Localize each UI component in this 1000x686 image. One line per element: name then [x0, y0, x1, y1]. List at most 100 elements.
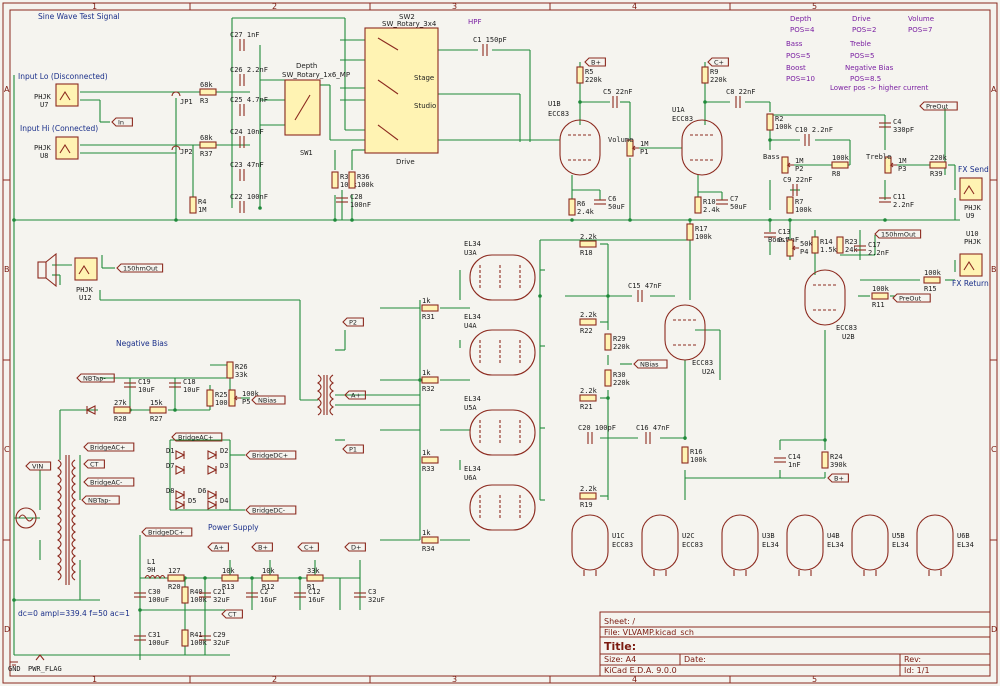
part-c16[interactable]: C16 47nF	[636, 424, 670, 444]
part-c27[interactable]: C27 1nF	[230, 31, 260, 51]
tube-u5a[interactable]: EL34 U5A	[464, 395, 536, 456]
jack-u8[interactable]: Input Hi (Connected) PHJK U8	[20, 124, 98, 160]
switch-sw2[interactable]: SW2 SW_Rotary_3x4 Stage Studio Drive	[364, 13, 439, 166]
part-c5[interactable]: C5 22nF	[603, 88, 633, 108]
part-r6[interactable]: R62.4k	[568, 198, 595, 216]
part-c23[interactable]: C23 47nF	[230, 161, 264, 181]
part-c15[interactable]: C15 47nF	[628, 282, 662, 302]
tube-u6a[interactable]: EL34 U6A	[464, 465, 536, 531]
diode-d4[interactable]: D4	[207, 497, 228, 510]
transformer-u13[interactable]	[57, 455, 76, 585]
jack-u7[interactable]: Input Lo (Disconnected) PHJK U7	[18, 72, 108, 109]
part-c22[interactable]: C22 100nF	[230, 193, 268, 213]
jack-u12[interactable]: PHJK U12	[74, 257, 98, 302]
diode-d1[interactable]: D1	[166, 447, 186, 460]
diode-d9[interactable]	[85, 405, 96, 415]
diode-d3[interactable]: D3	[207, 462, 228, 475]
part-c1[interactable]: C1 150pF	[473, 36, 507, 56]
part-c24[interactable]: C24 10nF	[230, 128, 264, 148]
tube-u1a[interactable]: U1A ECC83	[672, 106, 723, 176]
diode-d7[interactable]: D7	[166, 462, 186, 475]
part-c25[interactable]: C25 4.7nF	[230, 96, 268, 116]
part-c9[interactable]: C9 22nF	[783, 176, 813, 196]
tube-u2a[interactable]: ECC83 U2A	[664, 304, 715, 376]
diode-d8[interactable]: D8	[166, 487, 186, 500]
part-c26[interactable]: C26 2.2nF	[230, 66, 268, 86]
part-c8[interactable]: C8 22nF	[726, 88, 756, 108]
transformer-u11[interactable]	[317, 374, 334, 416]
diode-d5[interactable]: D5	[175, 497, 196, 510]
part-c10[interactable]: C10 2.2nF	[795, 126, 833, 146]
jack-u9[interactable]: FX Send PHJK U9	[958, 165, 989, 220]
tube-u2b[interactable]: ECC83 U2B	[804, 269, 857, 341]
jumper-jp1[interactable]: JP1	[171, 91, 193, 106]
tube-u4a[interactable]: EL34 U4A	[464, 313, 536, 376]
switch-sw1[interactable]: Depth SW_Rotary_1x6_MP SW1	[282, 62, 350, 157]
tube-u1b[interactable]: U1B ECC83	[548, 100, 601, 176]
part-c20[interactable]: C20 100pF	[578, 424, 616, 444]
jumper-jp2[interactable]: JP2	[171, 145, 193, 156]
jack-u10[interactable]: FX Return PHJK U10	[952, 230, 989, 288]
